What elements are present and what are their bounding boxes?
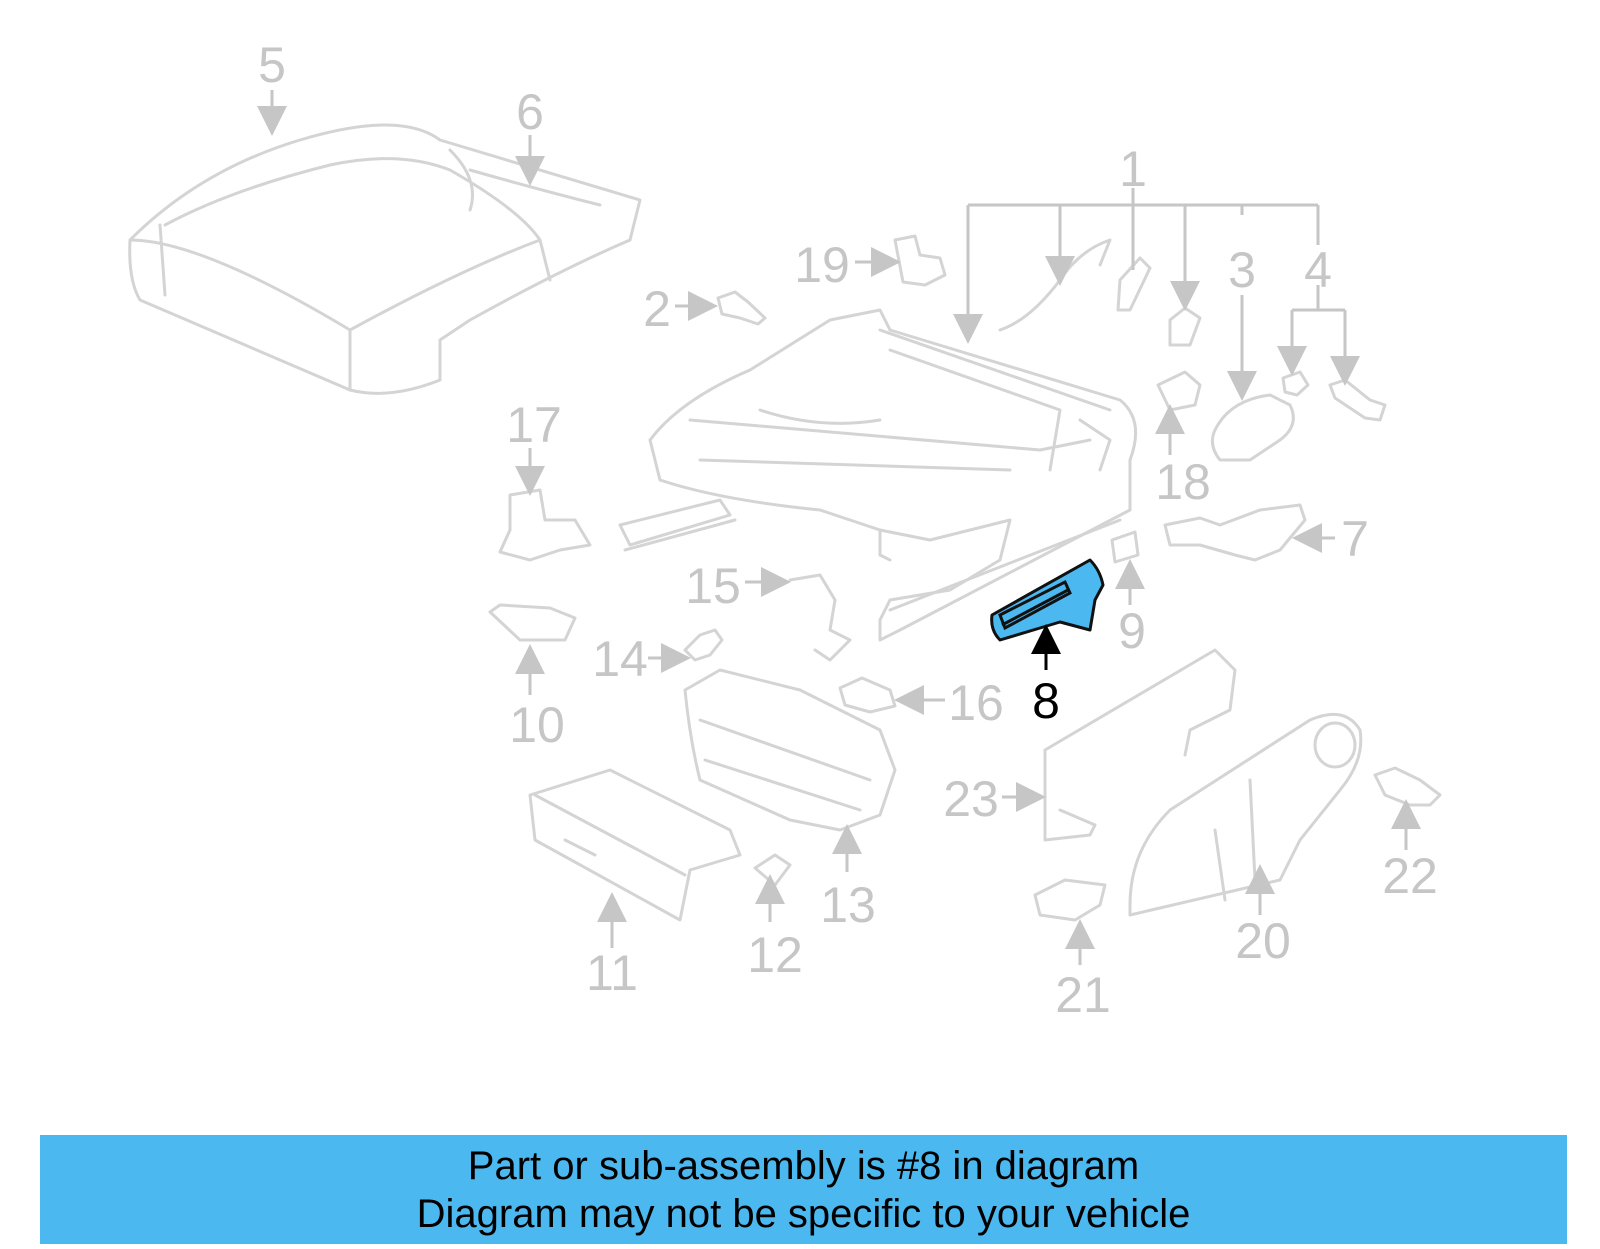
bolt-part-4[interactable] (1328, 378, 1387, 422)
clip-part-22[interactable] (1373, 766, 1442, 807)
info-banner: Part or sub-assembly is #8 in diagram Di… (40, 1135, 1567, 1244)
clip-part-a[interactable] (1168, 306, 1202, 347)
screw-part-14[interactable] (683, 628, 724, 662)
callout-23: 23 (943, 771, 999, 827)
tray-part-11[interactable] (528, 768, 742, 922)
callout-8: 8 (1032, 673, 1060, 729)
clip-part-12[interactable] (753, 853, 792, 887)
tray-part-13[interactable] (683, 668, 897, 832)
callout-3: 3 (1228, 242, 1256, 298)
side-cover-part-20[interactable] (1128, 712, 1363, 917)
callout-18: 18 (1155, 454, 1211, 510)
seat-cushion-part[interactable] (128, 123, 642, 395)
highlighted-part-8[interactable] (990, 558, 1105, 642)
callout-15: 15 (685, 558, 741, 614)
screw-part-2[interactable] (716, 290, 767, 326)
cable-part-15[interactable] (788, 573, 852, 662)
callout-6: 6 (516, 84, 544, 140)
bracket-part-7[interactable] (1163, 503, 1307, 562)
cover-part-10[interactable] (488, 603, 577, 642)
callout-17: 17 (506, 397, 562, 453)
callout-1: 1 (1119, 141, 1147, 197)
callout-9: 9 (1118, 603, 1146, 659)
clip-part-19[interactable] (893, 234, 947, 287)
callout-16: 16 (948, 675, 1004, 731)
nut-part-4[interactable] (1281, 370, 1310, 397)
bracket-part-17[interactable] (498, 488, 592, 562)
clip-part-9[interactable] (1110, 530, 1140, 564)
callout-21: 21 (1055, 967, 1111, 1023)
callout-7: 7 (1341, 511, 1369, 567)
callout-13: 13 (820, 877, 876, 933)
bracket-part-a[interactable] (1116, 256, 1152, 312)
callout-5: 5 (258, 37, 286, 93)
cable-part[interactable] (998, 238, 1112, 332)
callout-14: 14 (592, 631, 648, 687)
bracket-part-16[interactable] (838, 676, 897, 714)
cover-part-3[interactable] (1210, 393, 1295, 462)
banner-line-2: Diagram may not be specific to your vehi… (416, 1191, 1191, 1236)
callout-2: 2 (643, 281, 671, 337)
callout-10: 10 (509, 697, 565, 753)
callout-12: 12 (747, 927, 803, 983)
clip-part-18[interactable] (1156, 370, 1202, 412)
banner-line-1: Part or sub-assembly is #8 in diagram (467, 1143, 1140, 1188)
clip-part-21[interactable] (1033, 878, 1107, 922)
seat-frame-part[interactable] (618, 308, 1138, 642)
callout-22: 22 (1382, 848, 1438, 904)
callout-4: 4 (1304, 242, 1332, 298)
callout-19: 19 (794, 237, 850, 293)
callout-20: 20 (1235, 913, 1291, 969)
callout-11: 11 (586, 945, 638, 1001)
